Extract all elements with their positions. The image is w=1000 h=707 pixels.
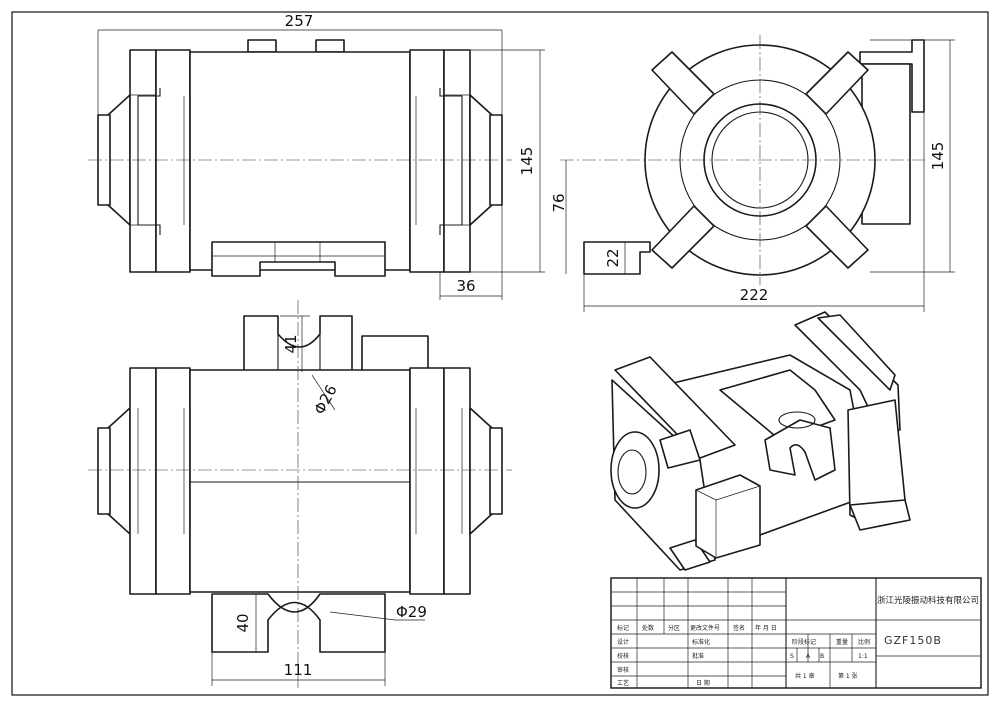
tb-row-label-3: 更改文件号 — [690, 624, 720, 632]
dim-41: 41 — [282, 334, 300, 353]
title-block: 标记 处数 分区 更改文件号 签名 年 月 日 设计 标准化 校核 批准 审核 … — [610, 577, 982, 689]
dim-76: 76 — [550, 193, 568, 212]
dim-111: 111 — [284, 661, 313, 679]
tb-weight: 重量 — [836, 638, 848, 646]
tb-drawing-no: GZF150B — [884, 634, 942, 647]
dim-145-right: 145 — [929, 142, 947, 171]
tb-scale-value: 1:1 — [858, 653, 868, 660]
dim-222: 222 — [740, 286, 769, 304]
tb-date: 日 期 — [696, 679, 710, 687]
tb-row-label-0: 标记 — [617, 624, 629, 632]
dim-40: 40 — [234, 613, 252, 632]
dim-257: 257 — [285, 12, 314, 30]
tb-stage-a: A — [806, 653, 811, 660]
tb-row-label-2: 分区 — [668, 624, 680, 632]
tb-check: 校核 — [617, 652, 629, 660]
tb-stage-mark: 阶段标记 — [792, 638, 816, 646]
tb-scale: 比例 — [858, 638, 870, 646]
tb-approve: 批准 — [692, 652, 704, 660]
tb-sheet-no: 第 1 张 — [838, 672, 858, 680]
tb-standardize: 标准化 — [692, 638, 710, 646]
tb-stage-s: S — [790, 653, 794, 660]
view-top-left: 257 145 36 — [88, 12, 545, 300]
tb-craft: 工艺 — [617, 679, 629, 687]
dim-22: 22 — [604, 248, 622, 267]
tb-row-label-5: 年 月 日 — [755, 624, 777, 632]
view-isometric — [610, 311, 911, 571]
tb-row-label-1: 处数 — [642, 624, 654, 632]
view-bottom-left: 41 Φ26 40 111 Φ29 — [88, 300, 512, 690]
tb-stage-b: B — [820, 653, 824, 660]
dim-phi29: Φ29 — [396, 603, 427, 621]
sheet-border — [11, 11, 989, 696]
view-top-right: 145 76 22 222 — [550, 35, 955, 312]
dim-36: 36 — [456, 277, 475, 295]
tb-sheets-total: 共 1 章 — [795, 672, 815, 680]
tb-company: 浙江光陵振动科技有限公司 — [877, 595, 979, 606]
dim-145-left: 145 — [518, 147, 536, 176]
tb-design: 设计 — [617, 638, 629, 646]
tb-row-label-4: 签名 — [733, 624, 745, 632]
tb-process-review: 审核 — [617, 666, 629, 674]
